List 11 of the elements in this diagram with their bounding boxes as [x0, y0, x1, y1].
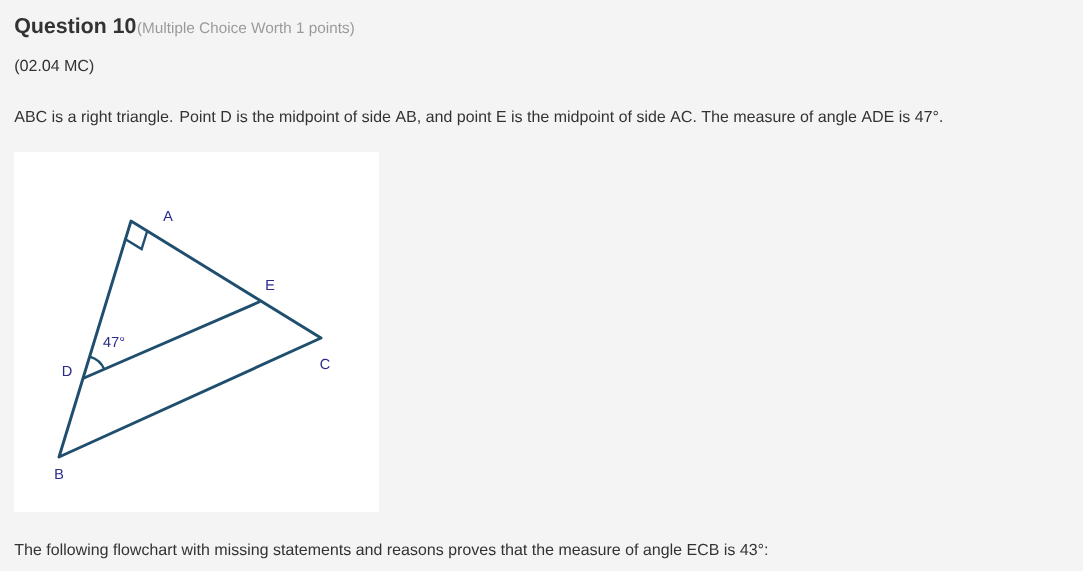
angle-label: 47° — [103, 336, 125, 348]
vertex-label: D — [62, 365, 72, 377]
question-code: (02.04 MC) — [15, 59, 94, 75]
problem-text: ABC is a right triangle. Point D is the midpoint of side AB, and point E is the midpoint of side AC. The measure of angle ADE is 47°. — [14, 110, 942, 126]
problem-text: The following flowchart with missing statements and reasons proves that the measure of angle ECB is 43°: — [14, 543, 768, 559]
question-type: (Multiple Choice Worth 1 points) — [137, 21, 354, 37]
question-title: Question 10 — [15, 17, 136, 38]
vertex-label: A — [163, 210, 173, 222]
vertex-label: B — [55, 468, 64, 480]
vertex-label: C — [320, 358, 330, 370]
vertex-label: E — [266, 279, 275, 291]
